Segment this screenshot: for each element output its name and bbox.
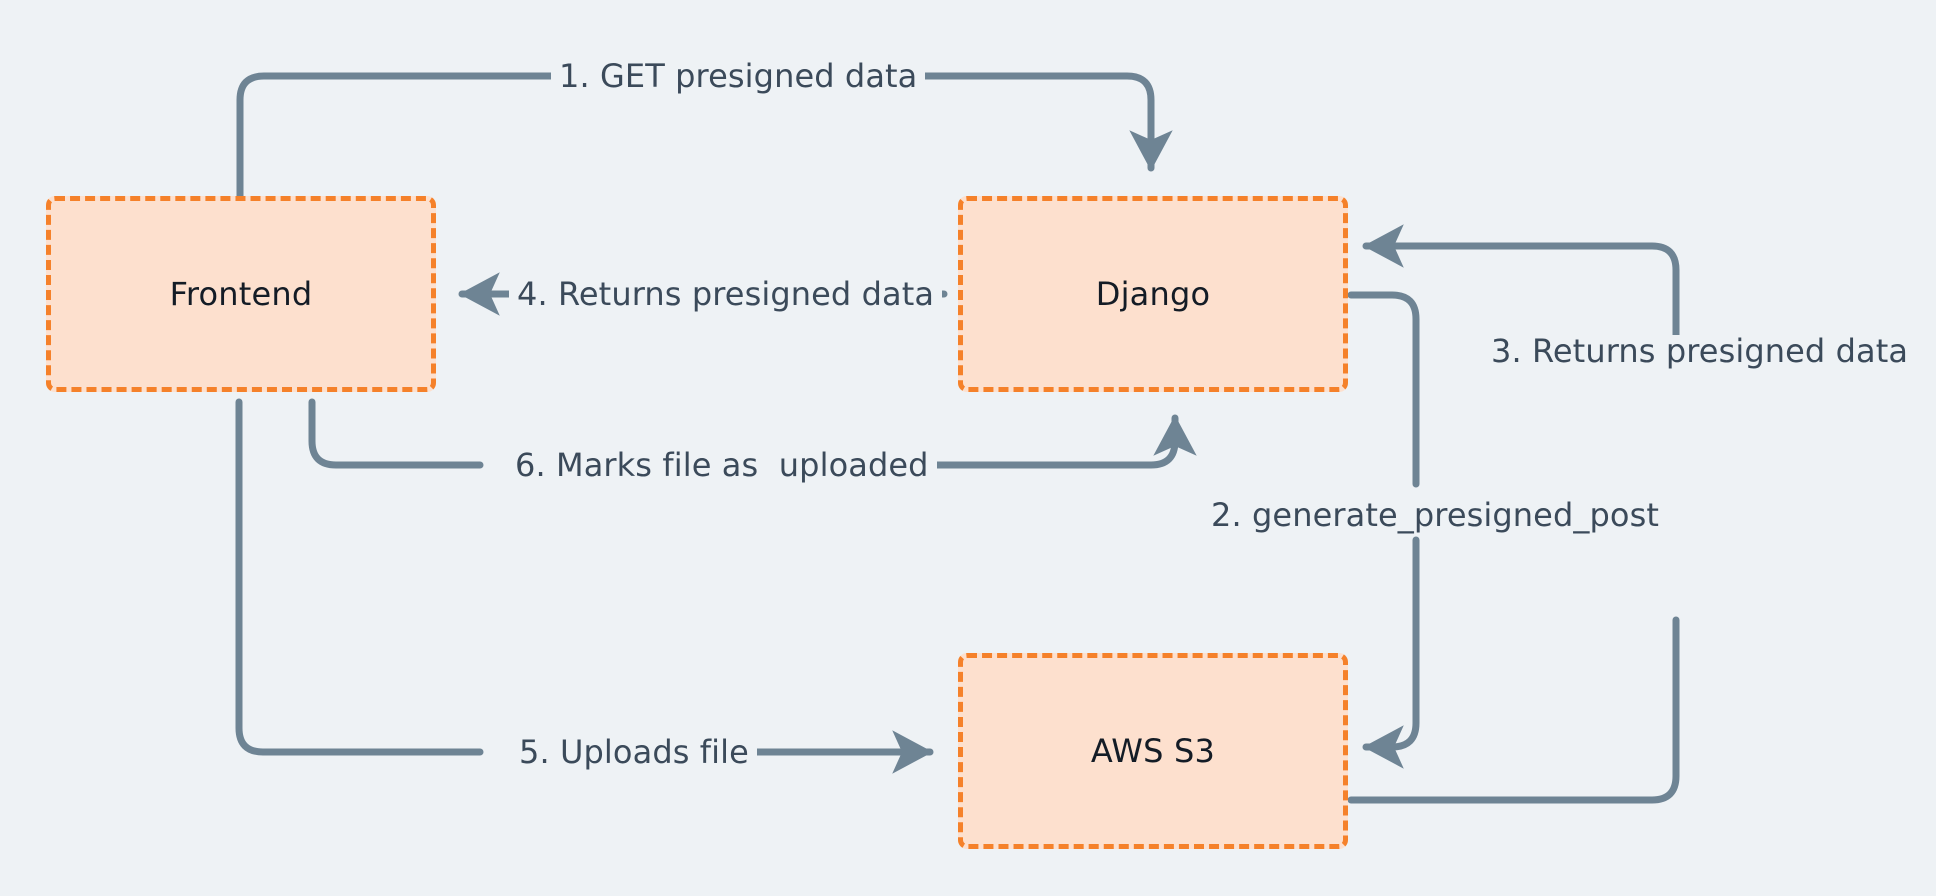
node-django[interactable]: Django — [958, 196, 1348, 392]
edge-path-3b — [1362, 224, 1680, 366]
edge-path-2 — [1347, 291, 1420, 488]
edge-label-4: 4. Returns presigned data — [509, 278, 943, 310]
edge-path-2b — [1362, 536, 1420, 769]
edge-label-1: 1. GET presigned data — [551, 60, 926, 92]
node-django-label: Django — [1095, 275, 1211, 313]
edge-path-3 — [1347, 616, 1680, 804]
edge-label-2: 2. generate_presigned_post — [1203, 499, 1667, 531]
edge-label-3: 3. Returns presigned data — [1483, 335, 1917, 367]
edge-label-6: 6. Marks file as uploaded — [507, 449, 937, 481]
edge-path-6 — [308, 398, 484, 469]
node-frontend-label: Frontend — [169, 275, 313, 313]
node-frontend[interactable]: Frontend — [46, 196, 436, 392]
edge-label-5: 5. Uploads file — [511, 736, 757, 768]
edge-path-6b — [916, 414, 1197, 469]
node-aws-s3[interactable]: AWS S3 — [958, 653, 1348, 849]
edge-path-1b — [876, 72, 1173, 172]
edge-path-1 — [236, 72, 604, 204]
edge-path-5 — [235, 398, 484, 756]
node-aws-s3-label: AWS S3 — [1090, 732, 1216, 770]
